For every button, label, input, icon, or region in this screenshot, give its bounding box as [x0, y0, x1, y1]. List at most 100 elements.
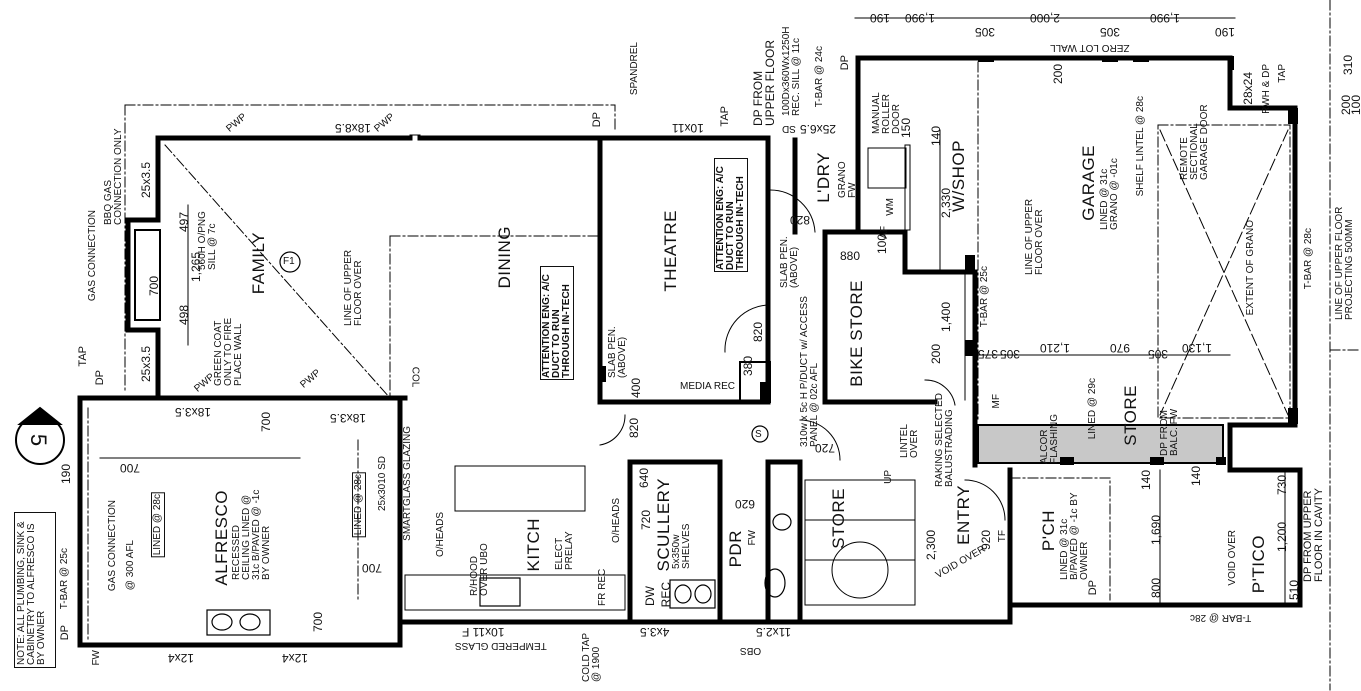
note-up: UP: [883, 470, 894, 484]
note-smartglass: SMARTGLASS GLAZING: [402, 426, 413, 541]
dim-w11x25: 11x2.5: [756, 625, 792, 639]
dim-top-190a: 190: [870, 11, 891, 25]
dim-d620: 620: [735, 497, 756, 511]
note-owner: NOTE: ALL PLUMBING, SINK & CABINETRY TO …: [14, 512, 56, 668]
upper-floor-lines: [87, 0, 1361, 691]
dim-right-200: 200: [1339, 95, 1353, 116]
note-dp-upper-cavity: DP FROM UPPER FLOOR IN CAVITY: [1302, 488, 1325, 582]
wall-blocks: [600, 56, 1298, 465]
dim-d2300: 2,300: [924, 530, 938, 561]
note-line-upper-family: LINE OF UPPER FLOOR OVER: [343, 249, 364, 326]
dim-w10x11f: 10x11 F: [462, 625, 505, 639]
external-walls: [77, 55, 1303, 648]
note-rhood: R/HOOD OVER UBO: [469, 543, 490, 596]
room-porch: P'CH: [1039, 510, 1058, 552]
room-entry: ENTRY: [954, 485, 973, 545]
note-access-panel: 310w x 5c H P/DUCT w/ ACCESS PANEL @ 02c…: [799, 296, 820, 447]
store-hatch: [977, 424, 1224, 464]
note-tap-top: TAP: [719, 106, 731, 127]
dim-d1400: 1,400: [939, 302, 953, 333]
dim-top-1990b: 1,990: [1150, 11, 1181, 25]
dim-d700d: 700: [311, 612, 325, 633]
note-extent-grano: EXTENT OF GRANO: [1245, 220, 1256, 316]
note-bbq-gas: BBQ GAS CONNECTION ONLY: [103, 128, 124, 226]
dim-w10x11: 10x11: [672, 121, 704, 135]
dim-d800: 800: [1149, 578, 1163, 599]
note-fr-rec: FR REC: [597, 568, 608, 606]
dim-d140a: 140: [929, 126, 943, 147]
dim-d200a: 200: [929, 344, 943, 365]
note-elect-prelay: ELECT PRELAY: [554, 531, 575, 570]
note-line-upper-right: LINE OF UPPER FLOOR PROJECTING 500MM: [1334, 206, 1355, 320]
dim-top-305b: 305: [1100, 25, 1121, 39]
garage-diagonals: [1159, 129, 1289, 416]
dim-d25x35a: 25x3.5: [139, 162, 153, 199]
dim-top-2000: 2,000: [1030, 11, 1061, 25]
note-dp-balc: DP FROM BALC. FW: [1159, 408, 1180, 456]
note-rec: REC: [659, 582, 673, 608]
dim-w12x4b: 12x4: [282, 651, 309, 665]
room-pdr: PDR: [726, 530, 745, 568]
dim-d305: 305: [1000, 347, 1021, 361]
note-dp-porch: DP: [1087, 580, 1099, 596]
thin-lines: [404, 134, 916, 611]
dim-w4x35: 4x3.5: [640, 625, 670, 639]
dim-w18x35b: 18x3.5: [330, 411, 367, 425]
note-rwh: RWH & DP: [1261, 64, 1272, 114]
dim-d400: 400: [629, 378, 643, 399]
note-dp-family: DP: [591, 112, 603, 128]
dim-d700fire: 700: [147, 276, 161, 297]
note-fw: FW: [747, 530, 758, 546]
note-obs: OBS: [740, 645, 762, 656]
room-store-front: STORE: [1121, 385, 1140, 446]
dim-d140c: 140: [1189, 466, 1203, 487]
dim-d880: 880: [840, 249, 861, 263]
note-shelf-lintel: SHELF LINTEL @ 28c: [1135, 96, 1146, 197]
note-tap-right: TAP: [1277, 64, 1288, 83]
dim-d497: 497: [177, 212, 191, 233]
dim-d1130: 1,130: [1182, 341, 1213, 355]
dim-d140b: 140: [1139, 470, 1153, 491]
dim-w25x65: 25x6.5: [800, 122, 837, 136]
note-window-sill: 100Dx360Wx1250H REC. SILL @ 11c: [781, 26, 802, 117]
dim-d498: 498: [177, 305, 191, 326]
dim-d190: 190: [59, 464, 73, 485]
dim-d100: 100: [875, 234, 889, 255]
note-tbar-28-bottom: T-BAR @ 28c: [1190, 612, 1252, 623]
dim-d720b: 720: [639, 510, 653, 531]
dim-d820b: 820: [790, 213, 811, 227]
note-tbar-28-right: T-BAR @ 28c: [1303, 228, 1314, 290]
room-garage: GARAGE: [1079, 145, 1098, 221]
room-store-stair: STORE: [829, 488, 848, 549]
dim-d720a: 720: [815, 441, 836, 455]
note-tempered: TEMPERED GLASS: [455, 640, 547, 651]
dim-right-310: 310: [1341, 55, 1355, 76]
section-marker-label: 5: [26, 433, 52, 447]
note-green-coat: GREEN COAT ONLY TO FIRE PLACE WALL: [213, 317, 244, 386]
dim-d820c: 820: [627, 418, 641, 439]
dimension-lines: [99, 17, 1286, 606]
note-spandrel: SPANDREL: [629, 42, 640, 96]
fixtures: [206, 251, 792, 636]
dim-d700b: 700: [120, 461, 141, 475]
note-s-marker: S: [755, 429, 762, 440]
note-shelves: 5x350w SHELVES: [671, 523, 692, 569]
note-zero-lot: ZERO LOT WALL: [1050, 42, 1130, 53]
note-porch-floor: LINED @ 31c B/PAVED @ -1c BY OWNER: [1059, 492, 1090, 580]
note-gas-300: @ 300 AFL: [125, 540, 136, 591]
dim-d28x24: 28x24: [1241, 72, 1255, 105]
note-slab-pen-a: SLAB PEN. (ABOVE): [607, 326, 628, 378]
note-line-upper-garage: LINE OF UPPER FLOOR OVER: [1024, 198, 1045, 275]
note-dw: DW: [643, 586, 657, 606]
note-alf-lined: LINED @ 28c: [151, 492, 165, 558]
dim-d150: 150: [899, 118, 913, 139]
room-portico: P'TICO: [1249, 535, 1268, 594]
dim-top-1990a: 1,990: [905, 11, 936, 25]
note-dp-left-top: DP: [94, 370, 106, 386]
fireplace: [125, 217, 161, 333]
note-oheads-b: O/HEADS: [611, 498, 622, 544]
note-dp-upper: DP FROM UPPER FLOOR: [751, 39, 777, 126]
dim-d700a: 700: [259, 412, 273, 433]
note-alcor: ALCOR FLASHING: [1039, 413, 1060, 464]
dim-top-305a: 305: [975, 25, 996, 39]
